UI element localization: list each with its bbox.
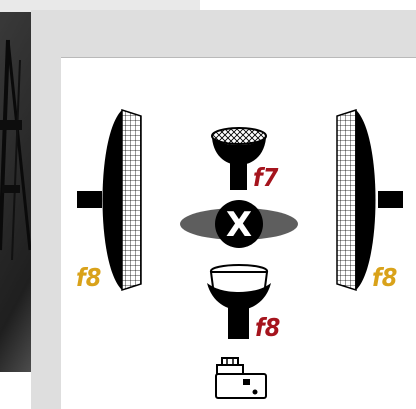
subject-marker-icon — [180, 200, 298, 248]
subject-label: X — [226, 205, 252, 245]
right-softbox-aperture-label: f8 — [372, 263, 397, 292]
bottom-light-aperture-label: f8 — [255, 313, 280, 342]
camera-icon — [215, 357, 267, 399]
bottom-reflector-icon — [207, 264, 271, 339]
right-softbox-icon — [336, 108, 403, 292]
left-softbox-aperture-label: f8 — [76, 263, 101, 292]
top-light-aperture-label: f7 — [253, 163, 279, 192]
header-divider — [61, 57, 416, 58]
left-softbox-icon — [77, 108, 142, 292]
top-grid-reflector-icon — [211, 127, 267, 190]
